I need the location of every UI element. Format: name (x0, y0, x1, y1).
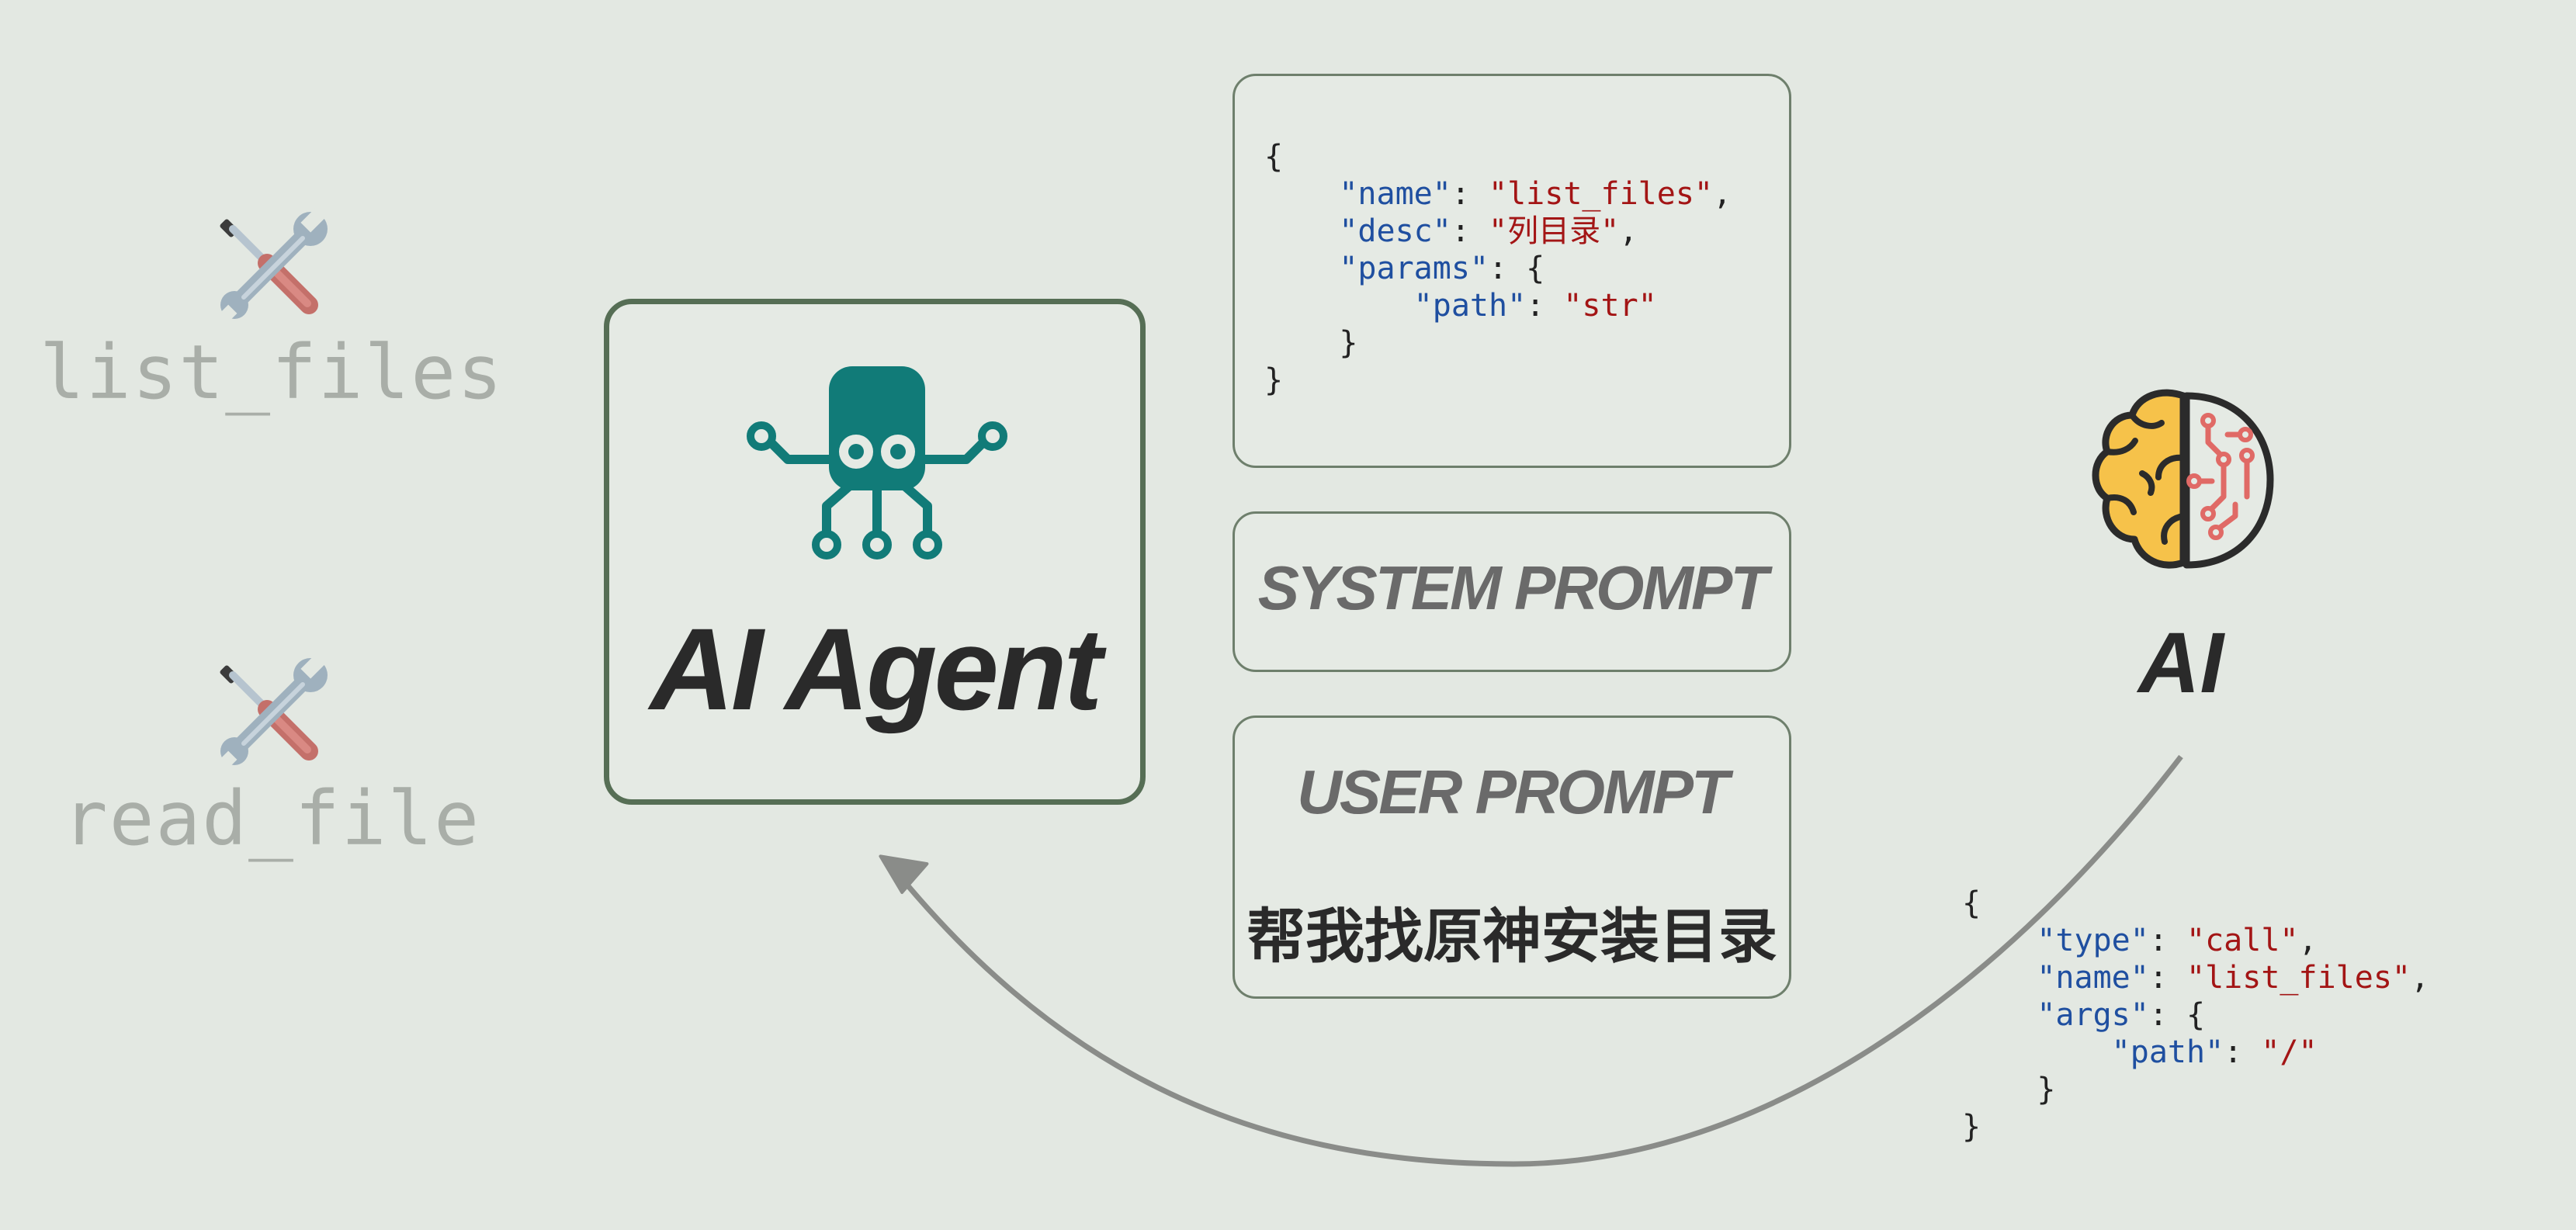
tool-definition-panel: { "name": "list_files", "desc": "列目录", "… (1233, 74, 1791, 468)
system-prompt-panel: SYSTEM PROMPT (1233, 511, 1791, 672)
brain-circuit-icon (2092, 389, 2274, 569)
tool-name: list_files (40, 329, 504, 416)
tools-icon (216, 208, 328, 326)
tool-call-code: { "type": "call", "name": "list_files", … (1962, 885, 2430, 1145)
octopus-circuit-icon (747, 366, 1007, 560)
tool-definition-code: { "name": "list_files", "desc": "列目录", "… (1264, 139, 1732, 398)
user-prompt-panel: USER PROMPT 帮我找原神安装目录 (1233, 715, 1791, 999)
ai-label: AI (2138, 615, 2224, 711)
tool-name: read_file (62, 775, 481, 862)
tool-read-file: read_file (0, 652, 543, 861)
system-prompt-title: SYSTEM PROMPT (1257, 553, 1768, 622)
agent-title: AI Agent (650, 604, 1102, 734)
user-prompt-text: 帮我找原神安装目录 (1246, 902, 1777, 971)
user-prompt-title: USER PROMPT (1297, 757, 1729, 826)
tool-list-files: list_files (0, 206, 543, 415)
tools-icon (216, 654, 328, 772)
ai-agent-box: AI Agent (604, 299, 1146, 805)
